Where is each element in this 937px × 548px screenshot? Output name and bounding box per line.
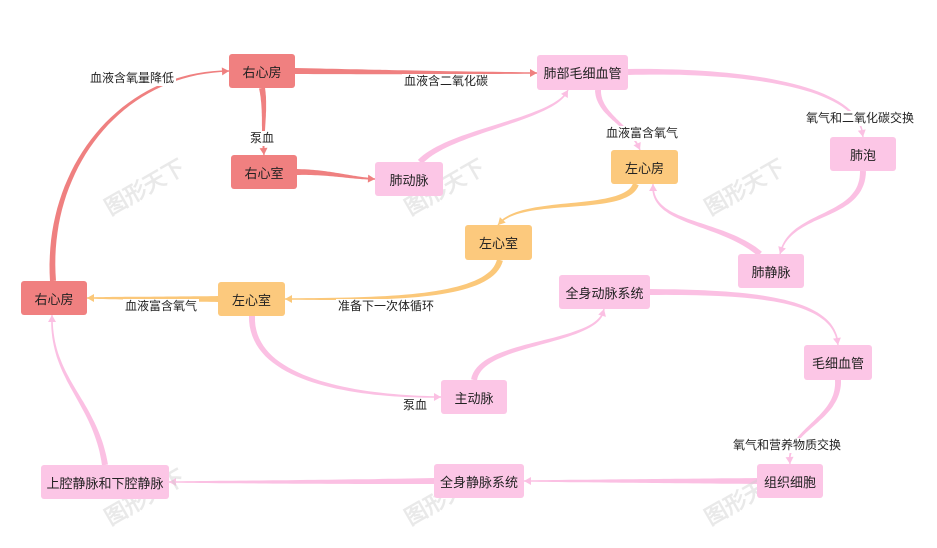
edge-systemic-veins-to-vena-cava	[169, 478, 434, 484]
edge-pulmonary-vein-to-left-atrium-arrowhead	[649, 184, 658, 192]
node-left-ventricle-mid[interactable]: 左心室	[465, 225, 532, 260]
edge-left-ventricle-to-aorta	[249, 316, 441, 398]
edge-systemic-veins-to-vena-cava-arrowhead	[169, 477, 177, 486]
edge-left-ventricle-mid-to-left-ventricle-left-arrowhead	[285, 295, 293, 304]
edge-tissue-cells-to-systemic-veins-arrowhead	[524, 477, 531, 485]
edge-label-oxygen-rich: 血液富含氧气	[604, 126, 681, 141]
node-pulmonary-capillaries[interactable]: 肺部毛细血管	[537, 55, 628, 90]
node-capillaries[interactable]: 毛细血管	[804, 345, 872, 380]
edge-label-oxygen-rich: 血液富含氧气	[123, 299, 200, 314]
edge-label-carbon-dioxide: 血液含二氧化碳	[402, 74, 491, 89]
edge-right-atrium-to-pulmonary-capillaries	[295, 68, 537, 75]
edge-layer	[48, 67, 866, 486]
edge-right-atrium-to-right-ventricle-arrowhead	[259, 147, 268, 155]
edge-capillaries-to-tissue-cells-arrowhead	[785, 456, 794, 464]
edge-pulmonary-artery-to-pulmonary-capillaries	[417, 89, 569, 165]
node-left-ventricle-left[interactable]: 左心室	[218, 282, 285, 316]
node-right-atrium-top[interactable]: 右心房	[229, 54, 295, 88]
edge-left-ventricle-mid-to-left-ventricle-left	[285, 259, 503, 300]
node-right-atrium-left[interactable]: 右心房	[21, 281, 87, 315]
node-alveoli[interactable]: 肺泡	[830, 137, 896, 171]
edge-label-next-cycle: 准备下一次体循环	[336, 299, 437, 314]
edge-aorta-to-systemic-arteries	[471, 308, 605, 381]
edge-label-oxygen-decreased: 血液含氧量降低	[88, 71, 177, 86]
node-systemic-arteries[interactable]: 全身动脉系统	[559, 275, 650, 309]
edge-label-gas-exchange: 氧气和二氧化碳交换	[804, 111, 917, 126]
edge-label-pump-blood: 泵血	[401, 398, 430, 413]
node-pulmonary-artery[interactable]: 肺动脉	[375, 162, 443, 196]
node-tissue-cells[interactable]: 组织细胞	[757, 464, 823, 498]
node-systemic-veins[interactable]: 全身静脉系统	[434, 464, 524, 498]
edge-pulmonary-vein-to-left-atrium	[652, 184, 762, 257]
edge-vena-cava-to-right-atrium-left-arrowhead	[48, 315, 57, 323]
edge-vena-cava-to-right-atrium-left	[51, 315, 108, 466]
edge-tissue-cells-to-systemic-veins	[524, 478, 757, 484]
edge-pulmonary-capillaries-to-left-atrium	[595, 89, 641, 151]
node-right-ventricle[interactable]: 右心室	[231, 155, 297, 189]
node-pulmonary-vein[interactable]: 肺静脉	[738, 254, 804, 288]
edge-left-atrium-to-left-ventricle-mid-arrowhead	[498, 217, 506, 225]
node-left-atrium[interactable]: 左心房	[611, 150, 678, 184]
edge-right-atrium-to-pulmonary-capillaries-arrowhead	[529, 68, 537, 77]
edge-aorta-to-systemic-arteries-arrowhead	[598, 309, 606, 317]
edge-left-ventricle-to-aorta-arrowhead	[433, 392, 441, 401]
edge-left-atrium-to-left-ventricle-mid	[497, 182, 639, 226]
edge-label-pump-blood: 泵血	[248, 131, 277, 146]
edge-pulmonary-capillaries-to-alveoli-arrowhead	[857, 129, 866, 137]
edge-label-nutrient-exchange: 氧气和营养物质交换	[731, 438, 844, 453]
edge-systemic-arteries-to-capillaries	[650, 289, 839, 346]
edge-pulmonary-artery-to-pulmonary-capillaries-arrowhead	[560, 90, 568, 99]
edge-left-ventricle-left-to-right-atrium-left-arrowhead	[87, 294, 95, 303]
edge-systemic-arteries-to-capillaries-arrowhead	[832, 337, 841, 345]
edge-pulmonary-capillaries-to-left-atrium-arrowhead	[633, 141, 641, 150]
node-aorta[interactable]: 主动脉	[441, 380, 507, 414]
edge-right-atrium-left-to-right-atrium-top-arrowhead	[221, 67, 229, 76]
edge-alveoli-to-pulmonary-vein	[779, 170, 866, 255]
edge-right-ventricle-to-pulmonary-artery	[297, 169, 375, 180]
edge-alveoli-to-pulmonary-vein-arrowhead	[778, 246, 786, 254]
edge-capillaries-to-tissue-cells	[788, 380, 841, 465]
edge-right-ventricle-to-pulmonary-artery-arrowhead	[367, 174, 375, 183]
node-vena-cava[interactable]: 上腔静脉和下腔静脉	[41, 465, 169, 499]
